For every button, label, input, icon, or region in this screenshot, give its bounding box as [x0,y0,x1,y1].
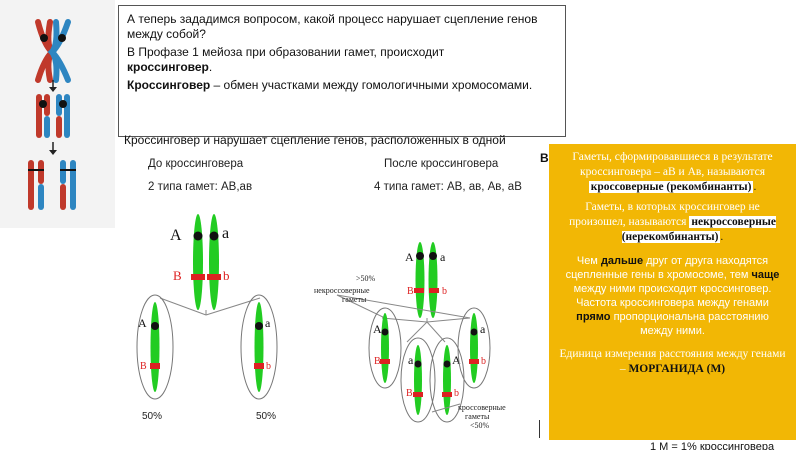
gamete-Ab-gene-b: b [454,388,459,399]
gamete-gene-B: B [140,361,147,372]
after-crossing-title: После кроссинговера [384,158,499,170]
gamete-Ab-gene-A: A [452,353,461,367]
gamete-AB-gene-A: A [373,322,382,336]
before-parent-chromosomes: A a B b [170,214,230,310]
cut-off-text-line: Кроссинговер и нарушает сцепление генов,… [124,133,506,147]
noncrossover-gametes-text: Гаметы, в которых кроссинговер не произо… [569,201,776,243]
crossover-percent: <50% [470,421,490,430]
crossover-label-line2: гаметы [465,412,490,421]
arrow-down-icon [49,142,57,155]
before-gametes-count: 2 типа гамет: АВ,ав [148,181,253,193]
gamete-aB-gene-a: a [408,353,414,367]
morganida-definition-cut: 1 М = 1% кроссинговера [650,441,775,450]
gamete-AB: A B [368,307,402,389]
noncrossover-label-line2: гаметы [342,295,367,304]
gamete-ab: a b [457,307,491,389]
stage-2-chromosomes [36,94,70,138]
arrow-down-icon [49,80,57,92]
gamete-ab-gene-b: b [481,356,486,367]
gamete-gene-a: a [265,316,271,330]
gamete-aB-gene-B: B [406,388,413,399]
before-branch-lines [159,297,261,316]
noncrossover-label-line1: некроссоверные [314,286,370,295]
crossover-label-line1: кроссоверные [458,403,506,412]
gene-label-A: A [170,227,182,244]
before-gamete-left: A B 50% [136,294,174,422]
after-gametes-count: 4 типа гамет: АВ, ав, Ав, аВ [374,181,522,193]
crossover-frequency-text: Чем дальше друг от друга находятся сцепл… [565,255,780,337]
stage-3-chromosomes [28,160,76,210]
definition-line: Кроссинговер – обмен участками между гом… [127,78,533,92]
gamete-aB: a B [400,337,436,423]
gene-label-b: b [223,268,230,283]
stage-1-chromosomes [35,19,71,83]
gamete-ab-gene-a: a [480,322,486,336]
parent-gene-B: B [407,286,414,297]
gametes-info-box: Гаметы, сформировавшиеся в результате кр… [549,144,796,440]
question-line: А теперь зададимся вопросом, какой проце… [127,12,538,41]
parent-gene-a: a [440,250,446,264]
crossing-over-drawing [28,19,76,210]
gamete-percent-left: 50% [142,411,162,422]
prophase-line: В Профазе 1 мейоза при образовании гамет… [127,45,445,74]
linkage-diagram: .chr { fill: #22cc22; } .gene { fill: #d… [136,214,506,430]
crossing-over-illustration [0,0,115,228]
gamete-percent-right: 50% [256,411,276,422]
gene-label-B: B [173,268,182,283]
gamete-gene-A: A [138,316,147,330]
noncrossover-percent: >50% [356,274,376,283]
crossover-gametes-text: Гаметы, сформировавшиеся в результате кр… [572,151,773,193]
before-crossing-title: До кроссинговера [148,158,244,170]
after-parent-chromosomes: A a B b [405,242,447,318]
before-gamete-right: a b 50% [240,294,278,422]
morganida-unit-text: Единица измерения расстояния между генам… [559,348,786,375]
parent-gene-A: A [405,250,414,264]
question-text-box: А теперь зададимся вопросом, какой проце… [118,5,566,137]
gamete-AB-gene-B: B [374,356,381,367]
gamete-gene-b: b [266,361,271,372]
vertical-separator [539,420,540,438]
gene-label-a: a [222,225,229,242]
parent-gene-b: b [442,286,447,297]
